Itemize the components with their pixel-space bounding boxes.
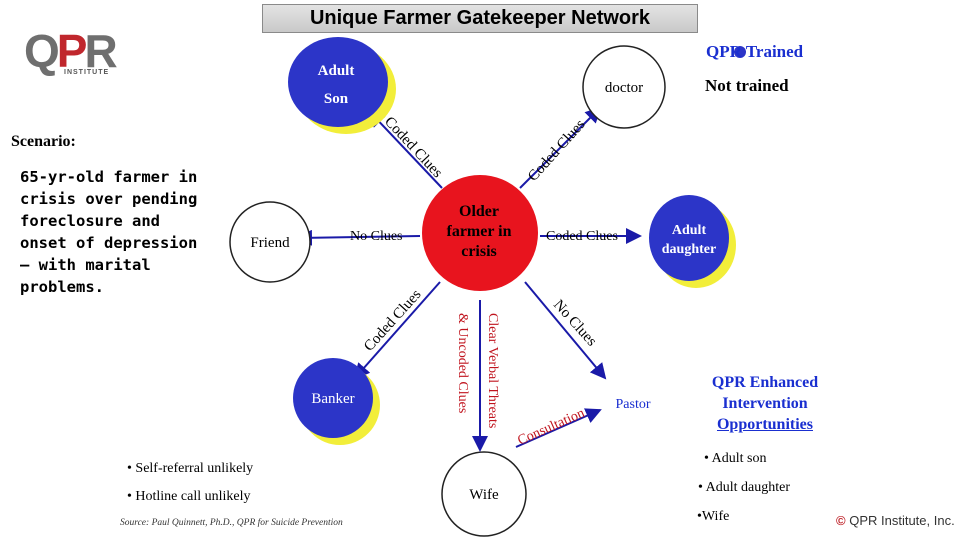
copyright: © QPR Institute, Inc. [836, 513, 955, 528]
label-pastor: Pastor [616, 397, 651, 412]
node-adult-daughter [649, 195, 736, 288]
legend-trained: QPR Trained [706, 42, 804, 61]
node-wife [441, 451, 527, 537]
edge-center-to-banker [353, 281, 441, 380]
edge-center-to-pastor [524, 281, 607, 380]
edge-center-to-friend [296, 229, 421, 246]
label-center-2: farmer in [446, 223, 511, 240]
enhanced-heading: QPR Enhanced Intervention Opportunities [690, 372, 840, 435]
label-daughter-1: Adult [672, 223, 707, 238]
edge-label-coded-clues-doctor: Coded Clues [525, 117, 589, 185]
edge-center-to-doctor [519, 106, 602, 189]
label-friend: Friend [250, 235, 290, 251]
source-citation: Source: Paul Quinnett, Ph.D., QPR for Su… [120, 518, 343, 528]
label-daughter-2: daughter [662, 242, 716, 257]
label-banker: Banker [311, 391, 354, 407]
edge-wife-to-pastor [515, 408, 602, 448]
bullet-hotline: • Hotline call unlikely [127, 489, 251, 504]
edge-label-consultation: Consultation [516, 406, 587, 449]
edge-center-to-son [368, 110, 443, 189]
node-center-crisis [422, 175, 538, 291]
enhanced-heading-line3: Opportunities [716, 416, 813, 433]
scenario-label: Scenario: [11, 133, 76, 150]
enhanced-item-adult-son: • Adult son [704, 451, 767, 466]
enhanced-item-adult-daughter: • Adult daughter [698, 480, 790, 495]
qpr-logo: QPR INSTITUTE [24, 25, 118, 77]
slide-title: Unique Farmer Gatekeeper Network [262, 4, 698, 33]
label-doctor: doctor [605, 80, 643, 96]
label-son: Son [324, 91, 349, 107]
scenario-text: 65-yr-old farmer in crisis over pending … [20, 168, 198, 296]
copyright-owner: QPR Institute, Inc. [849, 513, 955, 528]
legend-trained-swatch [734, 46, 746, 58]
label-center-1: Older [459, 203, 499, 220]
node-banker [293, 358, 380, 445]
edge-label-clear-verbal: Clear Verbal Threats [485, 313, 500, 428]
node-doctor [582, 45, 666, 129]
label-adult: Adult [318, 63, 355, 79]
enhanced-heading-line1: QPR Enhanced [711, 374, 819, 391]
edge-label-coded-clues-son: Coded Clues [381, 114, 445, 181]
label-wife: Wife [469, 487, 499, 503]
edge-label-coded-clues-daughter: Coded Clues [546, 229, 618, 244]
edge-label-uncoded-clues: & Uncoded Clues [455, 313, 470, 413]
edge-label-coded-clues-banker: Coded Clues [361, 287, 425, 355]
enhanced-item-wife: •Wife [697, 509, 730, 524]
node-friend [229, 201, 311, 283]
copyright-symbol: © [836, 513, 846, 528]
edge-label-no-clues-friend: No Clues [350, 229, 403, 244]
node-adult-son [288, 37, 396, 134]
enhanced-heading-line2: Intervention [722, 395, 808, 412]
label-center-3: crisis [461, 243, 497, 260]
bullet-self-referral: • Self-referral unlikely [127, 461, 254, 476]
legend-untrained: Not trained [705, 76, 789, 95]
